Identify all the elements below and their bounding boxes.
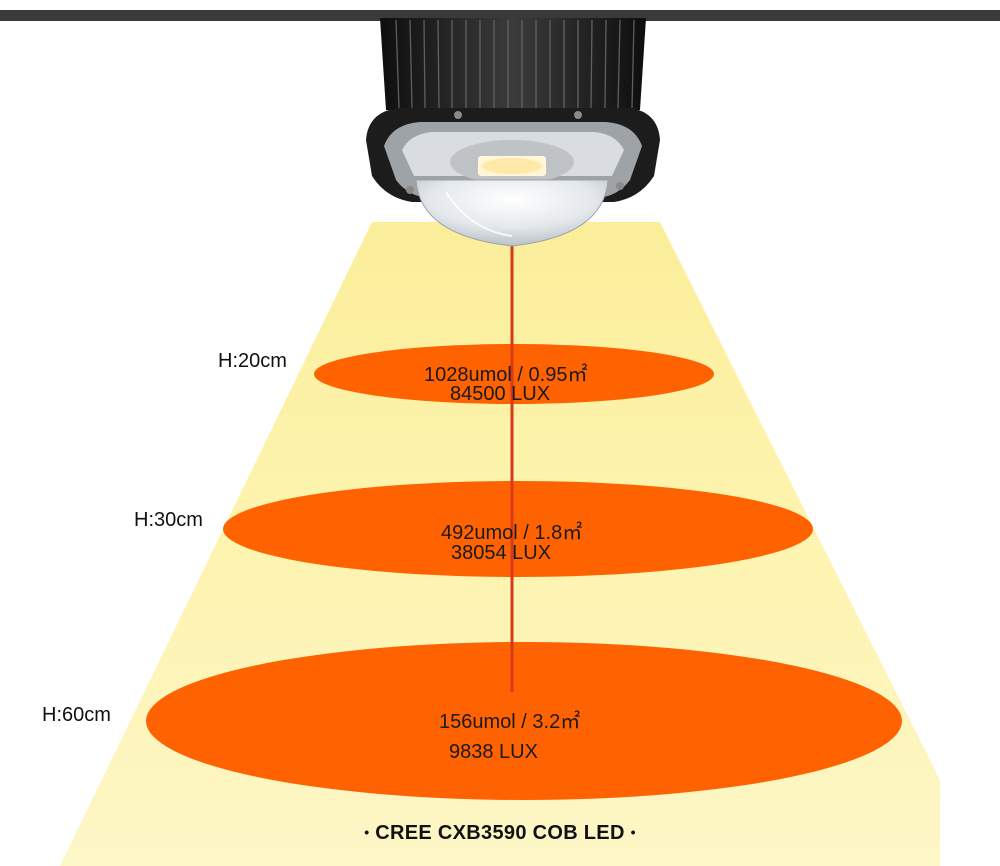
ppfd-value-60cm: 156umol / 3.2㎡ [439, 711, 581, 733]
caption-bullet-left: • [364, 824, 370, 840]
height-label-60cm: H:60cm [42, 704, 111, 726]
lux-value-20cm: 84500 LUX [450, 383, 551, 405]
top-divider-bar [0, 10, 1000, 21]
spot-ellipse-20cm [314, 344, 714, 404]
spot-ellipse-30cm [223, 481, 813, 577]
ppfd-value-20cm: 1028umol / 0.95㎡ [424, 364, 588, 386]
height-label-20cm: H:20cm [218, 350, 287, 372]
ppfd-value-30cm: 492umol / 1.8㎡ [441, 522, 583, 544]
lux-value-30cm: 38054 LUX [451, 542, 552, 564]
product-caption: • CREE CXB3590 COB LED • [0, 822, 1000, 845]
spot-ellipse-60cm [146, 642, 902, 800]
caption-text: CREE CXB3590 COB LED [375, 822, 625, 844]
lux-value-60cm: 9838 LUX [449, 741, 538, 763]
cob-led-grow-light-icon [366, 18, 660, 247]
height-label-30cm: H:30cm [134, 509, 203, 531]
caption-bullet-right: • [630, 824, 636, 840]
